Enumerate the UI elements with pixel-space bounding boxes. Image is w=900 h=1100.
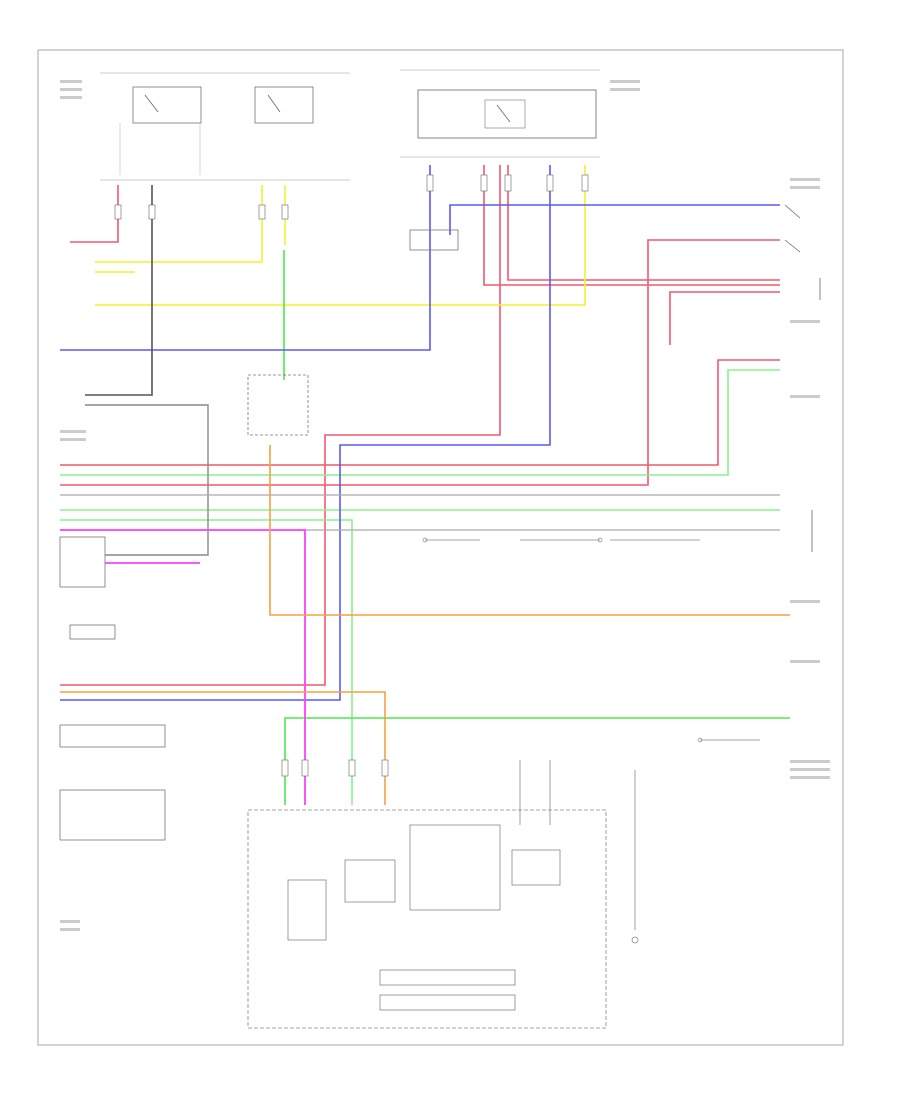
relay-block — [400, 69, 600, 158]
door-switch-modules — [100, 72, 350, 181]
wire-red-1 — [70, 185, 119, 243]
diagram-border — [37, 49, 844, 1046]
wire-blue-2 — [449, 204, 780, 235]
wire-red-5 — [669, 291, 780, 345]
wire-blue-1 — [60, 165, 431, 351]
connector-marks — [114, 174, 589, 777]
wire-gray-1 — [85, 185, 153, 396]
wire-red-3 — [507, 165, 780, 281]
wire-green-5 — [284, 717, 790, 805]
wire-orange-1 — [269, 445, 790, 616]
wire-red-8 — [60, 355, 649, 486]
wire-yellow-1 — [95, 185, 263, 263]
bottom-harness — [247, 760, 639, 1029]
label-marks — [60, 80, 830, 931]
wire-red-4 — [647, 239, 780, 355]
wire-green-4 — [60, 519, 353, 805]
wire-magenta-1 — [60, 529, 306, 805]
center-connectors — [422, 537, 760, 743]
wire-gray-2 — [85, 404, 209, 556]
wire-yellow-3 — [95, 165, 586, 306]
wire-orange-2 — [60, 691, 386, 805]
right-switches — [784, 204, 821, 552]
wire-blue-3 — [60, 165, 551, 701]
left-components — [59, 229, 459, 841]
wire-red-6 — [60, 359, 780, 466]
wire-green-2 — [60, 369, 780, 476]
wire-red-2 — [483, 165, 780, 286]
wire-red-7 — [60, 165, 501, 686]
